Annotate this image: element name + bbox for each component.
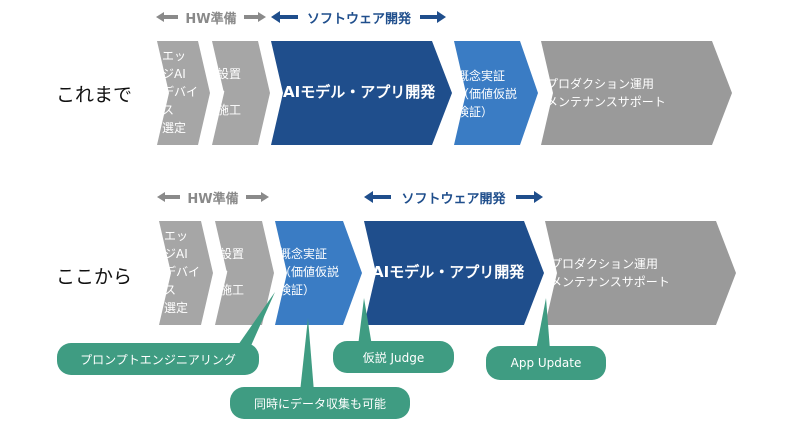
row-label-after: ここから: [56, 266, 133, 288]
sw-span-label-row1: ソフトウェア開発: [306, 11, 411, 27]
step-poc-row1: [454, 41, 538, 145]
hw-span-arrow-row2: [157, 192, 269, 202]
callout-data-collection: 同時にデータ収集も可能: [230, 387, 410, 419]
callout-pointer-judge: [358, 298, 372, 346]
step-text-edge-device-row2: エッ ジAI デバイ ス 選定: [164, 229, 201, 315]
sw-span-arrow-row2: [364, 191, 543, 203]
step-text-production-row2: プロダクション運用 メンテナンスサポート: [550, 257, 670, 289]
sw-span-label-row2: ソフトウェア開発: [401, 191, 506, 207]
step-production-row2: [545, 221, 736, 325]
step-text-edge-device-row1: エッ ジAI デバイ ス 選定: [162, 49, 199, 135]
sw-span-arrow-row1: [271, 11, 446, 23]
step-installation-row2: [215, 221, 274, 325]
callout-pointer-update: [536, 298, 550, 350]
callout-hypothesis-judge: 仮説 Judge: [333, 341, 454, 373]
step-production-row1: [541, 41, 732, 145]
callout-pointer-data: [300, 318, 314, 392]
step-edge-device-selection-row2: [159, 221, 213, 325]
step-text-production-row1: プロダクション運用 メンテナンスサポート: [546, 77, 666, 109]
step-poc-row2: [275, 221, 362, 325]
step-text-ai-dev-row2: AIモデル・アプリ開発: [372, 263, 525, 281]
step-text-installation-row1: 設置 ・ 施工: [217, 67, 242, 117]
callout-pointer-prompt: [236, 292, 275, 348]
row-label-before: これまで: [56, 84, 133, 106]
step-ai-dev-row1: [271, 41, 452, 145]
callout-prompt-engineering: プロンプトエンジニアリング: [57, 343, 259, 375]
hw-span-arrow-row1: [156, 12, 266, 22]
step-text-installation-row2: 設置 ・ 施工: [220, 247, 245, 297]
hw-span-label-row2: HW準備: [187, 191, 239, 207]
step-text-poc-row2: 概念実証 （価値仮説 検証）: [279, 247, 340, 297]
step-text-ai-dev-row1: AIモデル・アプリ開発: [283, 83, 436, 101]
hw-span-label-row1: HW準備: [185, 11, 237, 27]
step-installation-row1: [212, 41, 270, 145]
step-edge-device-selection-row1: [157, 41, 210, 145]
step-ai-dev-row2: [364, 221, 544, 325]
callout-app-update: App Update: [486, 346, 606, 380]
step-text-poc-row1: 概念実証 （価値仮説 検証）: [457, 69, 518, 119]
